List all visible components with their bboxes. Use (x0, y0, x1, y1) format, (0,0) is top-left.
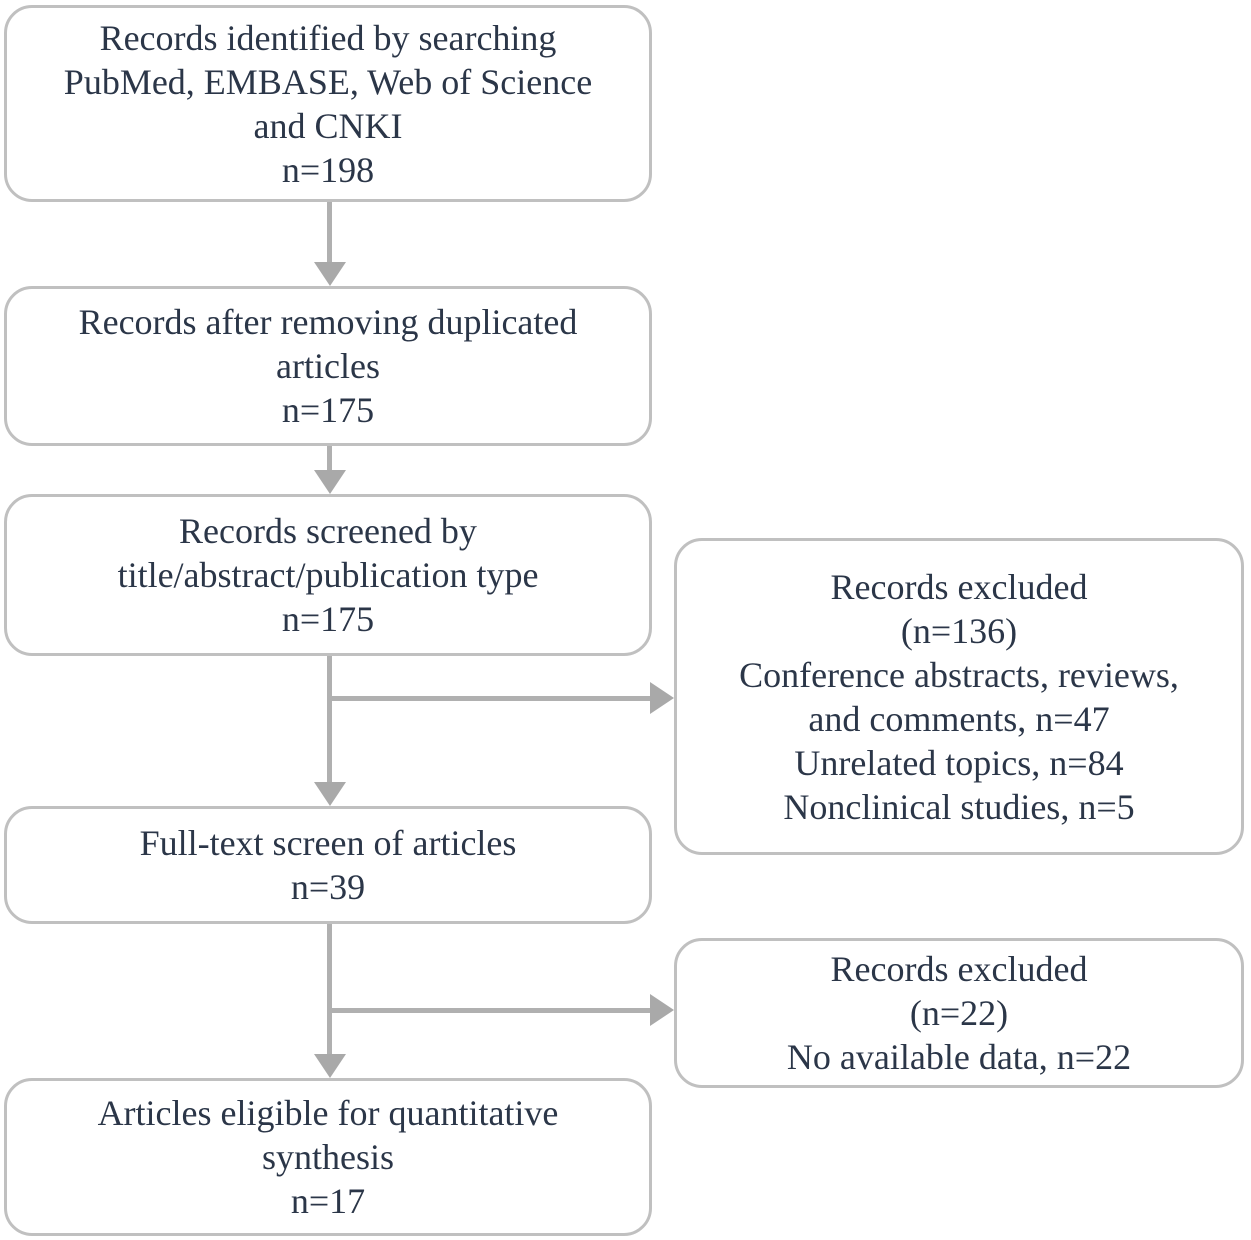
box-text-line: No available data, n=22 (786, 1037, 1132, 1077)
box-text-line: and comments, n=47 (808, 698, 1110, 739)
box-text-line: Records identified by searching (99, 17, 557, 58)
box-count-line: n=175 (281, 390, 375, 430)
box-articles-eligible: Articles eligible for quantitative synth… (4, 1078, 652, 1236)
box-text-line: Conference abstracts, reviews, (739, 654, 1179, 695)
box-count-line: (n=136) (900, 610, 1018, 651)
connector-screened-to-excluded (330, 696, 650, 701)
box-text-line: PubMed, EMBASE, Web of Science (63, 61, 593, 102)
box-records-deduplicated: Records after removing duplicated articl… (4, 286, 652, 446)
box-records-screened: Records screened by title/abstract/publi… (4, 494, 652, 656)
connector-screened-to-fulltext (327, 656, 332, 782)
connector-deduplicated-to-screened (327, 446, 332, 472)
box-text-line: Nonclinical studies, n=5 (783, 786, 1135, 827)
box-text-line: Records after removing duplicated (78, 302, 578, 342)
box-text-line: articles (276, 346, 380, 386)
box-count-line: n=17 (290, 1181, 366, 1221)
box-text-line: Records excluded (830, 949, 1088, 989)
box-text-line: Unrelated topics, n=84 (794, 742, 1124, 783)
connector-fulltext-to-eligible (327, 924, 332, 1054)
box-excluded-fulltext: Records excluded (n=22) No available dat… (674, 938, 1244, 1088)
box-fulltext-screen: Full-text screen of articles n=39 (4, 806, 652, 924)
arrowhead-right-icon (650, 682, 674, 714)
arrowhead-down-icon (314, 262, 346, 286)
box-text-line: Full-text screen of articles (139, 823, 517, 863)
box-text-line: title/abstract/publication type (117, 555, 539, 595)
box-excluded-screening: Records excluded (n=136) Conference abst… (674, 538, 1244, 855)
connector-identified-to-deduplicated (327, 202, 332, 264)
connector-fulltext-to-excluded (330, 1008, 650, 1013)
box-count-line: n=175 (281, 599, 375, 639)
box-text-line: synthesis (261, 1137, 394, 1177)
box-records-identified: Records identified by searching PubMed, … (4, 5, 652, 202)
box-count-line: (n=22) (909, 993, 1009, 1033)
box-text-line: Records excluded (830, 566, 1088, 607)
box-text-line: Articles eligible for quantitative (97, 1093, 559, 1133)
arrowhead-right-icon (650, 994, 674, 1026)
box-text-line: Records screened by (179, 511, 477, 551)
box-count-line: n=39 (290, 867, 366, 907)
arrowhead-down-icon (314, 1054, 346, 1078)
arrowhead-down-icon (314, 470, 346, 494)
box-count-line: n=198 (281, 149, 375, 190)
box-text-line: and CNKI (253, 105, 403, 146)
arrowhead-down-icon (314, 782, 346, 806)
